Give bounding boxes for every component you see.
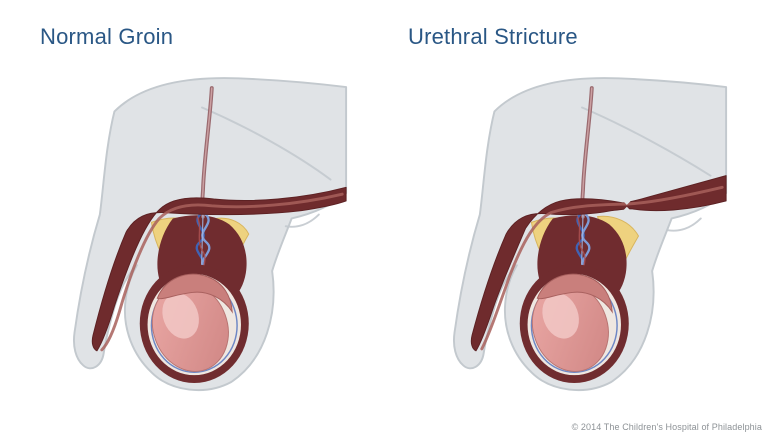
- testis-group: [519, 264, 629, 383]
- normal-groin-illustration: [73, 77, 348, 392]
- urethra-stricture-point: [616, 206, 638, 218]
- skin-crease-fold: [666, 217, 702, 232]
- urethra-lumen-highlight: [480, 185, 724, 351]
- skin-crease: [581, 106, 712, 177]
- epididymis: [536, 273, 613, 314]
- testis-highlight: [162, 293, 199, 339]
- urethral-stricture-illustration: [453, 77, 728, 392]
- urethra-lumen-highlight: [100, 192, 344, 352]
- urethra-stricture-point: [616, 194, 638, 205]
- testis-highlight: [542, 293, 579, 339]
- skin-crease: [201, 106, 332, 181]
- epididymis: [156, 273, 233, 314]
- urethra-tube: [91, 186, 347, 352]
- copyright-text: © 2014 The Children's Hospital of Philad…: [571, 422, 762, 432]
- testis-group: [139, 264, 249, 383]
- panel-title-urethral-stricture: Urethral Stricture: [408, 24, 578, 49]
- skin-crease-fold: [284, 213, 320, 228]
- panel-title-normal-groin: Normal Groin: [40, 24, 174, 49]
